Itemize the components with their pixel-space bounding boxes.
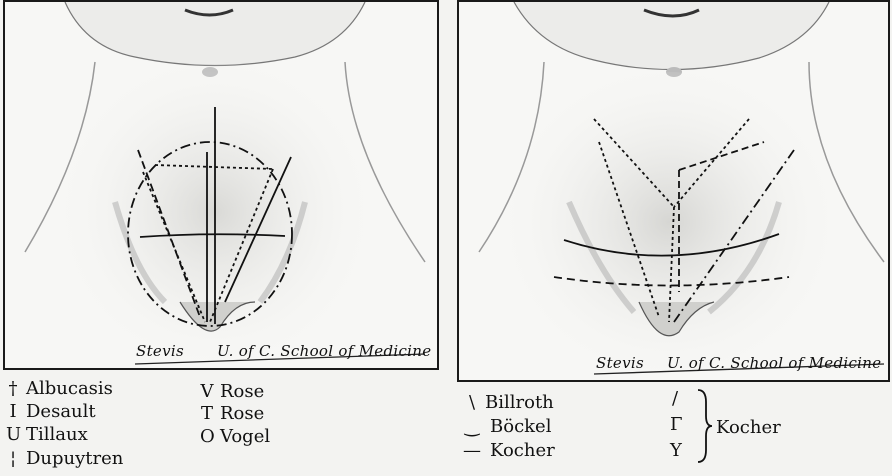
legend-item-rose-v: V Rose: [200, 381, 264, 402]
legend-item-desault: I Desault: [6, 401, 96, 422]
legend-item-kocher: — Kocher: [460, 440, 555, 461]
albucasis-symbol: †: [6, 378, 20, 399]
desault-symbol: I: [6, 401, 20, 422]
rose-v-symbol: V: [200, 381, 214, 402]
left-neck-drawing: [5, 2, 437, 368]
legend-item-albucasis: † Albucasis: [6, 378, 113, 399]
legend-item-vogel: O Vogel: [200, 426, 270, 447]
dupuytren-symbol: ¦: [6, 448, 20, 469]
legend-item-dupuytren: ¦ Dupuytren: [6, 448, 123, 469]
legend-item-rose-t: T Rose: [200, 403, 264, 424]
chin-outline: [65, 2, 365, 66]
right-illustration-panel: Stevis U. of C. School of Medicine: [457, 0, 890, 382]
billroth-symbol: \: [465, 392, 479, 413]
left-caption: U. of C. School of Medicine: [217, 342, 431, 360]
right-caption: U. of C. School of Medicine: [667, 354, 881, 372]
kocher-slash-symbol: /: [672, 388, 678, 409]
legend-label: Tillaux: [26, 424, 88, 445]
legend-label: Billroth: [485, 392, 554, 413]
kocher-y-symbol: Y: [670, 440, 682, 461]
rose-t-symbol: T: [200, 403, 214, 424]
right-neck-drawing: [459, 2, 888, 380]
left-illustration-panel: Stevis U. of C. School of Medicine: [3, 0, 439, 370]
bockel-symbol: ‿: [460, 416, 484, 437]
legend-item-bockel: ‿ Böckel: [460, 416, 551, 437]
legend-label: Albucasis: [26, 378, 113, 399]
legend-item-tillaux: U Tillaux: [6, 424, 88, 445]
legend-label: Vogel: [220, 426, 270, 447]
vogel-symbol: O: [200, 426, 214, 447]
kocher-dash-symbol: —: [460, 440, 484, 461]
left-signature: Stevis: [136, 342, 184, 360]
legend-label: Rose: [220, 381, 264, 402]
curly-brace-icon: [694, 388, 714, 464]
legend-label: Rose: [220, 403, 264, 424]
legend-label: Böckel: [490, 416, 551, 437]
kocher-gamma-symbol: Γ: [670, 414, 683, 435]
right-signature: Stevis: [596, 354, 644, 372]
tillaux-symbol: U: [6, 424, 20, 445]
kocher-group-label: Kocher: [716, 417, 781, 438]
legend-label: Kocher: [490, 440, 555, 461]
chin-outline: [514, 2, 829, 70]
legend-item-billroth: \ Billroth: [465, 392, 554, 413]
legend-label: Desault: [26, 401, 96, 422]
legend-label: Dupuytren: [26, 448, 123, 469]
